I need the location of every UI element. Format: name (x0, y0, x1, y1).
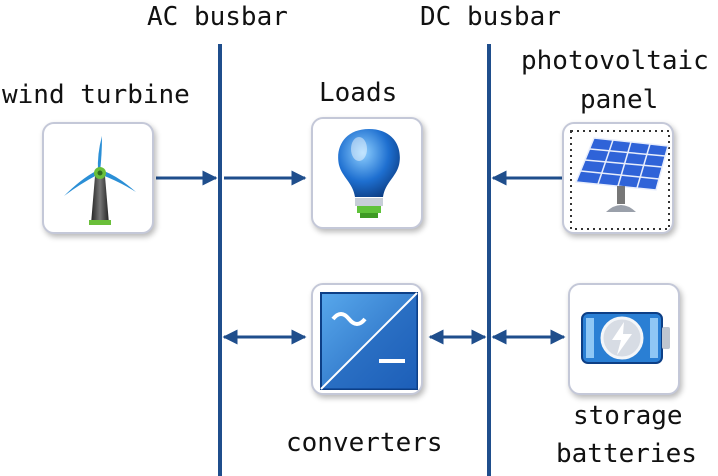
converters-node (311, 283, 423, 395)
storage-label: storage (573, 401, 683, 431)
loads-node (311, 117, 423, 229)
converter-icon (320, 292, 418, 390)
photovoltaic-label: photovoltaic (521, 46, 709, 76)
battery-icon (581, 312, 670, 364)
solar-panel-icon (570, 130, 670, 230)
loads-label: Loads (319, 78, 398, 108)
panel-label: panel (580, 85, 659, 115)
batteries-label: batteries (556, 439, 697, 469)
ac-busbar-label: AC busbar (147, 2, 288, 32)
light-bulb-icon (338, 129, 400, 218)
wind-turbine-label: wind turbine (2, 80, 190, 110)
wind-turbine-icon (64, 136, 136, 225)
dc-busbar-label: DC busbar (420, 2, 561, 32)
storage-batteries-node (568, 283, 680, 395)
converters-label: converters (286, 428, 443, 458)
photovoltaic-panel-node (562, 122, 674, 234)
wind-turbine-node (42, 122, 154, 234)
